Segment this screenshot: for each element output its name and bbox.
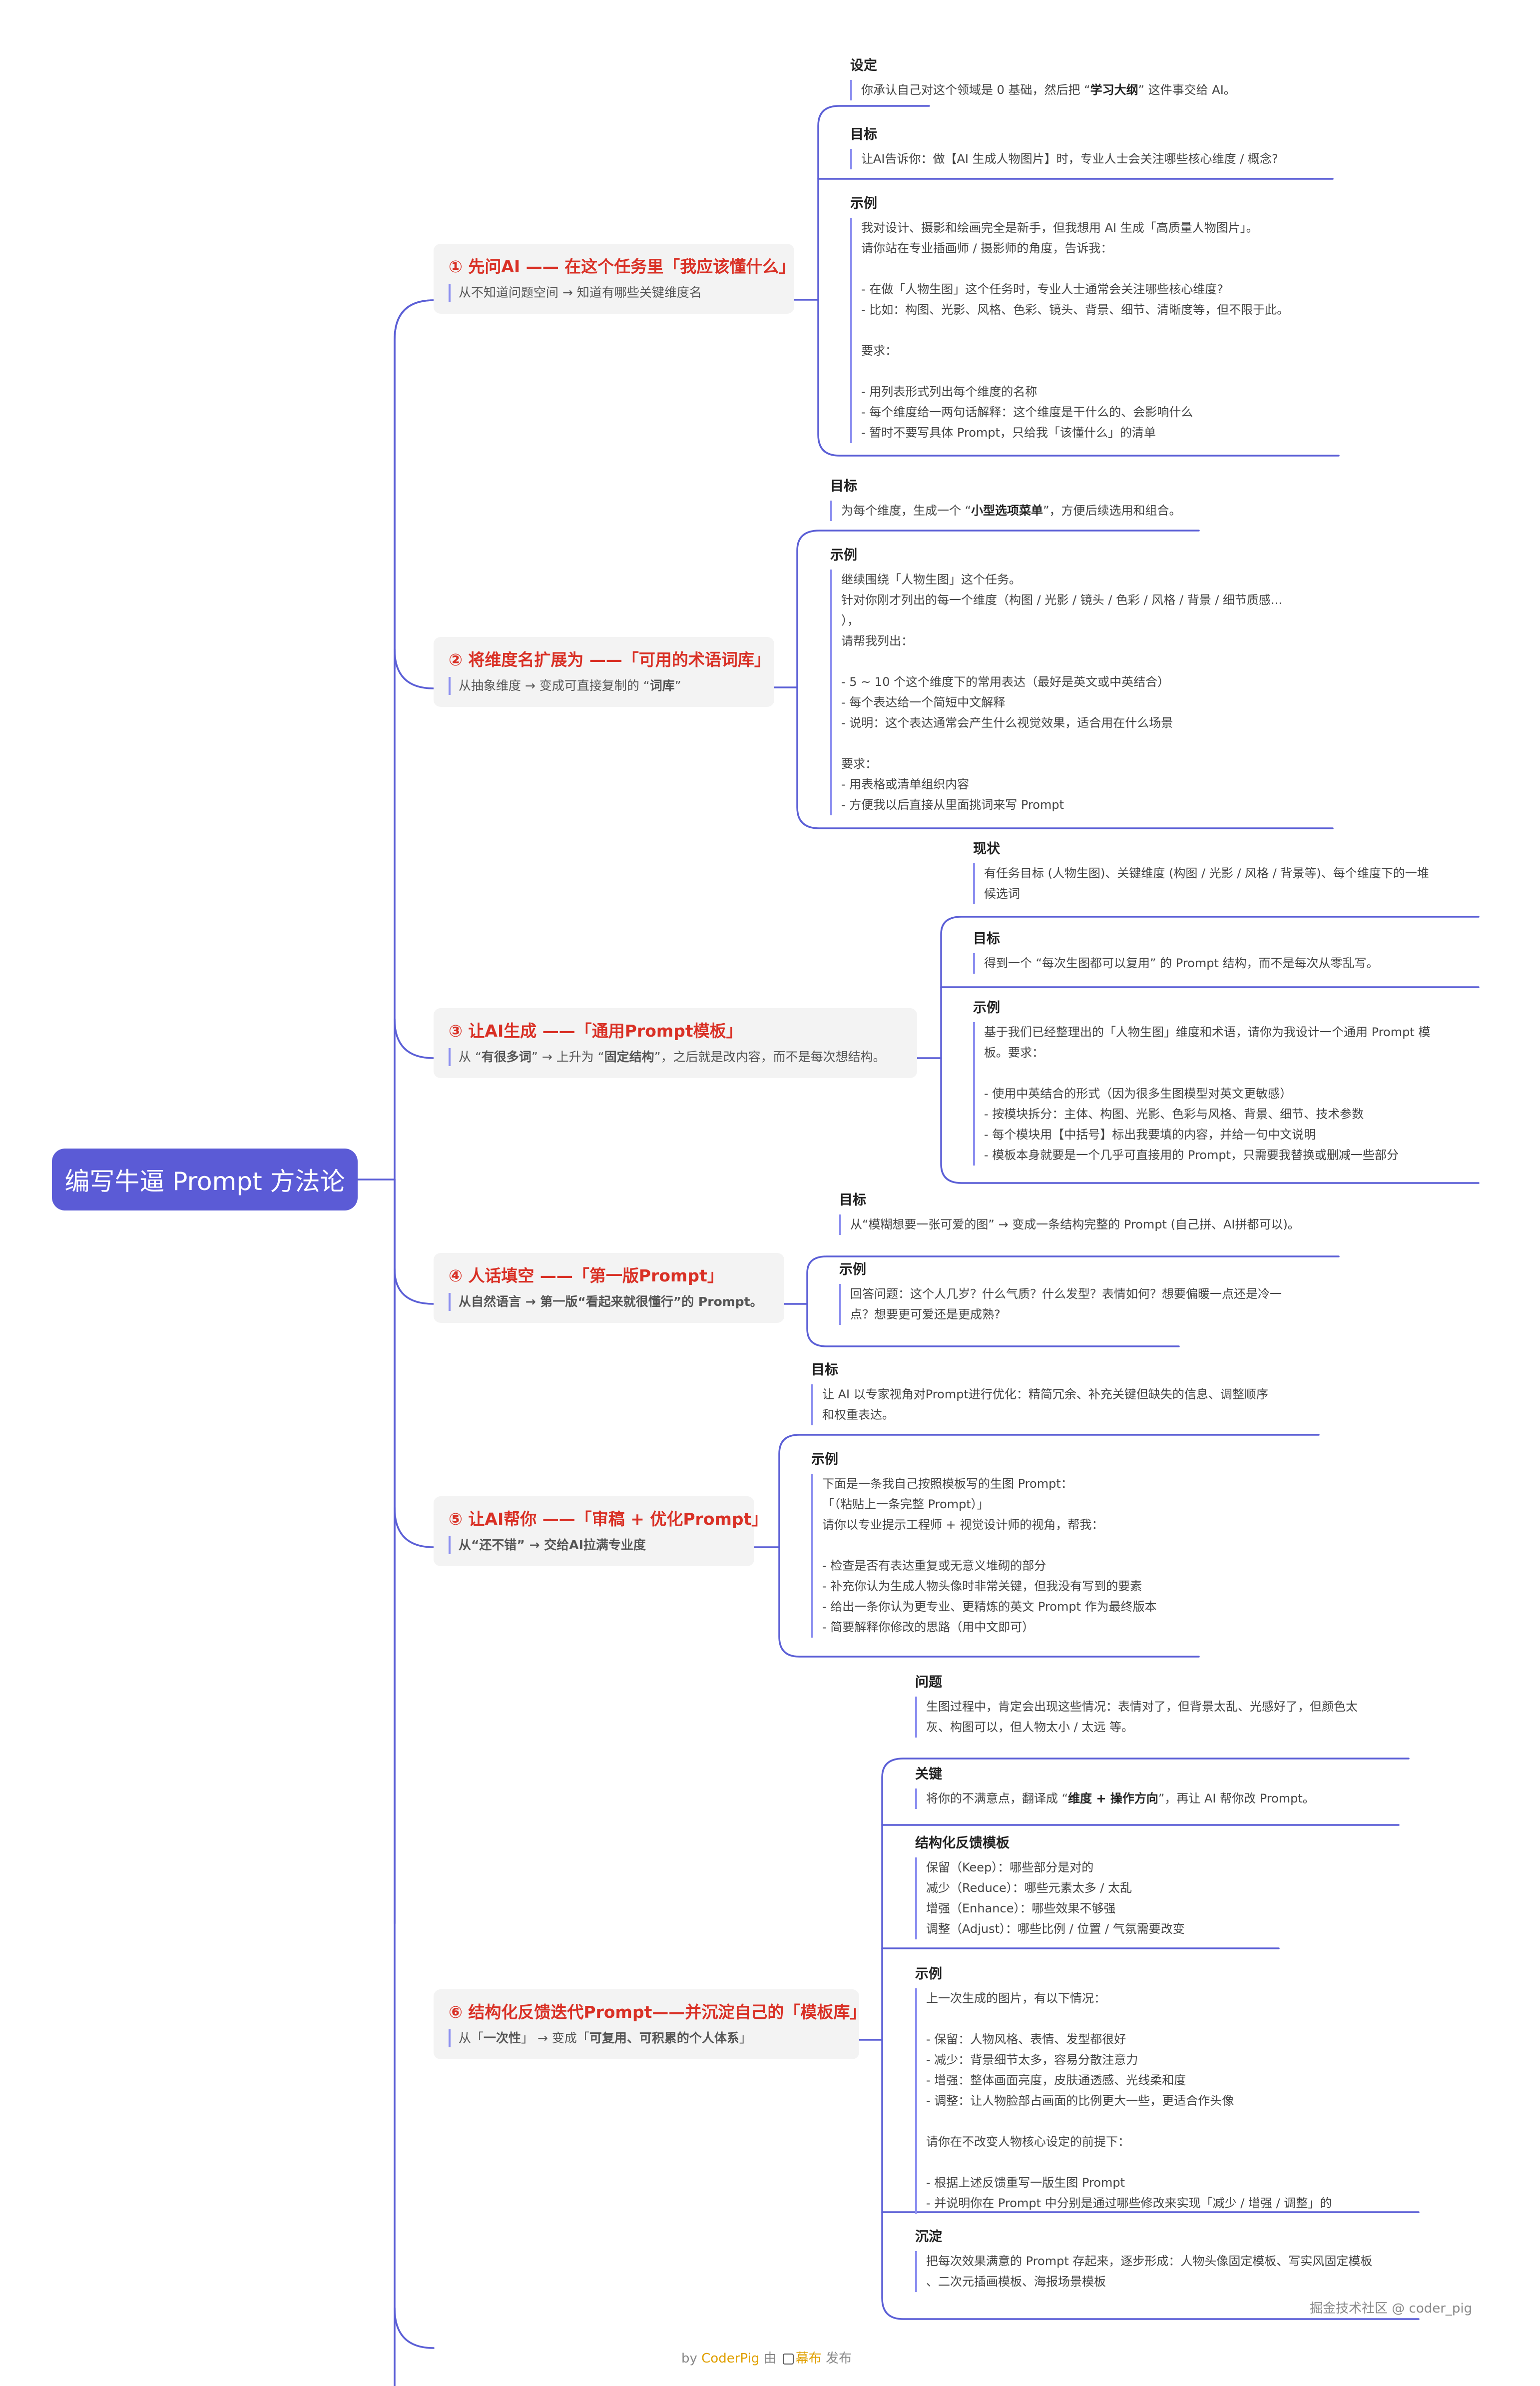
branch-node-2[interactable]: ② 将维度名扩展为 ——「可用的术语词库」 从抽象维度 → 变成可直接复制的 “…: [434, 637, 774, 707]
leaf-title: 关键: [915, 1767, 942, 1782]
leaf-title: 目标: [830, 479, 857, 494]
leaf-body: 得到一个 “每次生图都可以复用” 的 Prompt 结构，而不是每次从零乱写。: [973, 953, 1378, 974]
leaf-example[interactable]: 示例 基于我们已经整理出的「人物生图」维度和术语，请你为我设计一个通用 Prom…: [973, 998, 1430, 1166]
leaf-body: 让AI告诉你：做【AI 生成人物图片】时，专业人士会关注哪些核心维度 / 概念?: [850, 149, 1278, 169]
leaf-body: 为每个维度，生成一个 “小型选项菜单”，方便后续选用和组合。: [830, 501, 1181, 521]
branch-node-1[interactable]: ① 先问AI —— 在这个任务里「我应该懂什么」 从不知道问题空间 → 知道有哪…: [434, 244, 796, 314]
branch-node-5[interactable]: ⑤ 让AI帮你 ——「审稿 + 优化Prompt」 从“还不错” → 交给AI拉…: [434, 1496, 768, 1566]
leaf-body: 基于我们已经整理出的「人物生图」维度和术语，请你为我设计一个通用 Prompt …: [973, 1022, 1430, 1166]
leaf-body: 保留（Keep）：哪些部分是对的 减少（Reduce）：哪些元素太多 / 太乱 …: [915, 1857, 1185, 1939]
branch-title: ③ 让AI生成 ——「通用Prompt模板」: [449, 1021, 743, 1041]
branch-title: ⑥ 结构化反馈迭代Prompt——并沉淀自己的「模板库」: [449, 2002, 867, 2022]
leaf-example[interactable]: 示例 上一次生成的图片，有以下情况： - 保留：人物风格、表情、发型都很好 - …: [915, 1964, 1332, 2214]
leaf-title: 示例: [830, 548, 857, 563]
mubu-logo-icon: [782, 2353, 794, 2365]
leaf-goal[interactable]: 目标 让AI告诉你：做【AI 生成人物图片】时，专业人士会关注哪些核心维度 / …: [850, 125, 1278, 169]
root-node[interactable]: 编写牛逼 Prompt 方法论: [52, 1149, 358, 1210]
leaf-title: 问题: [915, 1675, 942, 1690]
leaf-key[interactable]: 关键 将你的不满意点，翻译成 “维度 + 操作方向”，再让 AI 帮你改 Pro…: [915, 1765, 1315, 1809]
branch-subtitle: 从抽象维度 → 变成可直接复制的 “词库”: [449, 677, 759, 695]
leaf-body: 生图过程中，肯定会出现这些情况：表情对了，但背景太乱、光感好了，但颜色太 灰、构…: [915, 1697, 1358, 1738]
leaf-title: 目标: [850, 127, 877, 142]
branch-title: ④ 人话填空 ——「第一版Prompt」: [449, 1266, 724, 1285]
leaf-precipitate[interactable]: 沉淀 把每次效果满意的 Prompt 存起来，逐步形成：人物头像固定模板、写实风…: [915, 2227, 1372, 2292]
leaf-title: 现状: [973, 841, 1000, 857]
branch-subtitle: 从“还不错” → 交给AI拉满专业度: [449, 1536, 739, 1554]
leaf-example[interactable]: 示例 我对设计、摄影和绘画完全是新手，但我想用 AI 生成「高质量人物图片」。 …: [850, 194, 1289, 443]
leaf-body: 我对设计、摄影和绘画完全是新手，但我想用 AI 生成「高质量人物图片」。 请你站…: [850, 218, 1289, 443]
leaf-body: 继续围绕「人物生图」这个任务。 针对你刚才列出的每一个维度（构图 / 光影 / …: [830, 570, 1282, 815]
footer-suffix: 发布: [826, 2351, 852, 2366]
branch-title: ① 先问AI —— 在这个任务里「我应该懂什么」: [449, 257, 796, 276]
leaf-title: 示例: [850, 196, 877, 211]
leaf-body: 让 AI 以专家视角对Prompt进行优化：精简冗余、补充关键但缺失的信息、调整…: [811, 1384, 1268, 1425]
leaf-problem[interactable]: 问题 生图过程中，肯定会出现这些情况：表情对了，但背景太乱、光感好了，但颜色太 …: [915, 1673, 1358, 1738]
leaf-title: 示例: [839, 1262, 866, 1277]
branch-subtitle: 从自然语言 → 第一版“看起来就很懂行”的 Prompt。: [449, 1293, 769, 1311]
leaf-body: 有任务目标 (人物生图)、关键维度 (构图 / 光影 / 风格 / 背景等)、每…: [973, 863, 1429, 904]
footer-brand-link[interactable]: CoderPig: [701, 2351, 760, 2366]
leaf-title: 结构化反馈模板: [915, 1835, 1010, 1851]
leaf-title: 设定: [850, 58, 877, 73]
leaf-title: 目标: [839, 1193, 866, 1208]
leaf-title: 示例: [915, 1966, 942, 1982]
leaf-body: 将你的不满意点，翻译成 “维度 + 操作方向”，再让 AI 帮你改 Prompt…: [915, 1789, 1315, 1809]
branch-subtitle: 从「一次性」 → 变成「可复用、可积累的个人体系」: [449, 2029, 844, 2047]
branch-node-6[interactable]: ⑥ 结构化反馈迭代Prompt——并沉淀自己的「模板库」 从「一次性」 → 变成…: [434, 1989, 867, 2059]
leaf-title: 示例: [811, 1452, 838, 1467]
leaf-example[interactable]: 示例 回答问题：这个人几岁？什么气质？什么发型？表情如何？想要偏暖一点还是冷一 …: [839, 1260, 1282, 1325]
leaf-body: 回答问题：这个人几岁？什么气质？什么发型？表情如何？想要偏暖一点还是冷一 点？想…: [839, 1284, 1282, 1325]
leaf-status[interactable]: 现状 有任务目标 (人物生图)、关键维度 (构图 / 光影 / 风格 / 背景等…: [973, 839, 1429, 904]
leaf-title: 目标: [811, 1362, 838, 1378]
leaf-setting[interactable]: 设定 你承认自己对这个领域是 0 基础，然后把 “学习大纲” 这件事交给 AI。: [850, 56, 1236, 100]
leaf-body: 把每次效果满意的 Prompt 存起来，逐步形成：人物头像固定模板、写实风固定模…: [915, 2251, 1372, 2292]
leaf-title: 沉淀: [915, 2229, 942, 2245]
leaf-body: 你承认自己对这个领域是 0 基础，然后把 “学习大纲” 这件事交给 AI。: [850, 80, 1236, 100]
leaf-goal[interactable]: 目标 让 AI 以专家视角对Prompt进行优化：精简冗余、补充关键但缺失的信息…: [811, 1360, 1268, 1425]
leaf-body: 下面是一条我自己按照模板写的生图 Prompt： 「（粘贴上一条完整 Promp…: [811, 1474, 1157, 1638]
leaf-feedback-template[interactable]: 结构化反馈模板 保留（Keep）：哪些部分是对的 减少（Reduce）：哪些元素…: [915, 1833, 1185, 1939]
leaf-goal[interactable]: 目标 从“模糊想要一张可爱的图” → 变成一条结构完整的 Prompt (自己拼…: [839, 1191, 1300, 1235]
leaf-goal[interactable]: 目标 得到一个 “每次生图都可以复用” 的 Prompt 结构，而不是每次从零乱…: [973, 929, 1378, 974]
leaf-title: 示例: [973, 1000, 1000, 1016]
footer: by CoderPig 由 幕布 发布: [681, 2348, 852, 2367]
leaf-example[interactable]: 示例 下面是一条我自己按照模板写的生图 Prompt： 「（粘贴上一条完整 Pr…: [811, 1450, 1157, 1638]
root-title: 编写牛逼 Prompt 方法论: [64, 1167, 345, 1196]
branch-node-3[interactable]: ③ 让AI生成 ——「通用Prompt模板」 从 “有很多词” → 上升为 “固…: [434, 1008, 917, 1078]
leaf-example[interactable]: 示例 继续围绕「人物生图」这个任务。 针对你刚才列出的每一个维度（构图 / 光影…: [830, 546, 1282, 815]
branch-node-4[interactable]: ④ 人话填空 ——「第一版Prompt」 从自然语言 → 第一版“看起来就很懂行…: [434, 1253, 784, 1323]
branch-subtitle: 从不知道问题空间 → 知道有哪些关键维度名: [449, 284, 779, 302]
leaf-title: 目标: [973, 931, 1000, 947]
leaf-body: 从“模糊想要一张可爱的图” → 变成一条结构完整的 Prompt (自己拼、AI…: [839, 1214, 1300, 1235]
leaf-goal[interactable]: 目标 为每个维度，生成一个 “小型选项菜单”，方便后续选用和组合。: [830, 477, 1181, 521]
footer-platform-link[interactable]: 幕布: [795, 2351, 822, 2366]
branch-title: ② 将维度名扩展为 ——「可用的术语词库」: [449, 650, 771, 669]
branch-title: ⑤ 让AI帮你 ——「审稿 + 优化Prompt」: [449, 1509, 768, 1529]
watermark: 掘金技术社区 @ coder_pig: [1310, 2301, 1473, 2316]
footer-prefix: by: [681, 2351, 697, 2366]
footer-middle: 由: [763, 2351, 777, 2366]
branch-subtitle: 从 “有很多词” → 上升为 “固定结构”，之后就是改内容，而不是每次想结构。: [449, 1048, 902, 1066]
leaf-body: 上一次生成的图片，有以下情况： - 保留：人物风格、表情、发型都很好 - 减少：…: [915, 1988, 1332, 2214]
